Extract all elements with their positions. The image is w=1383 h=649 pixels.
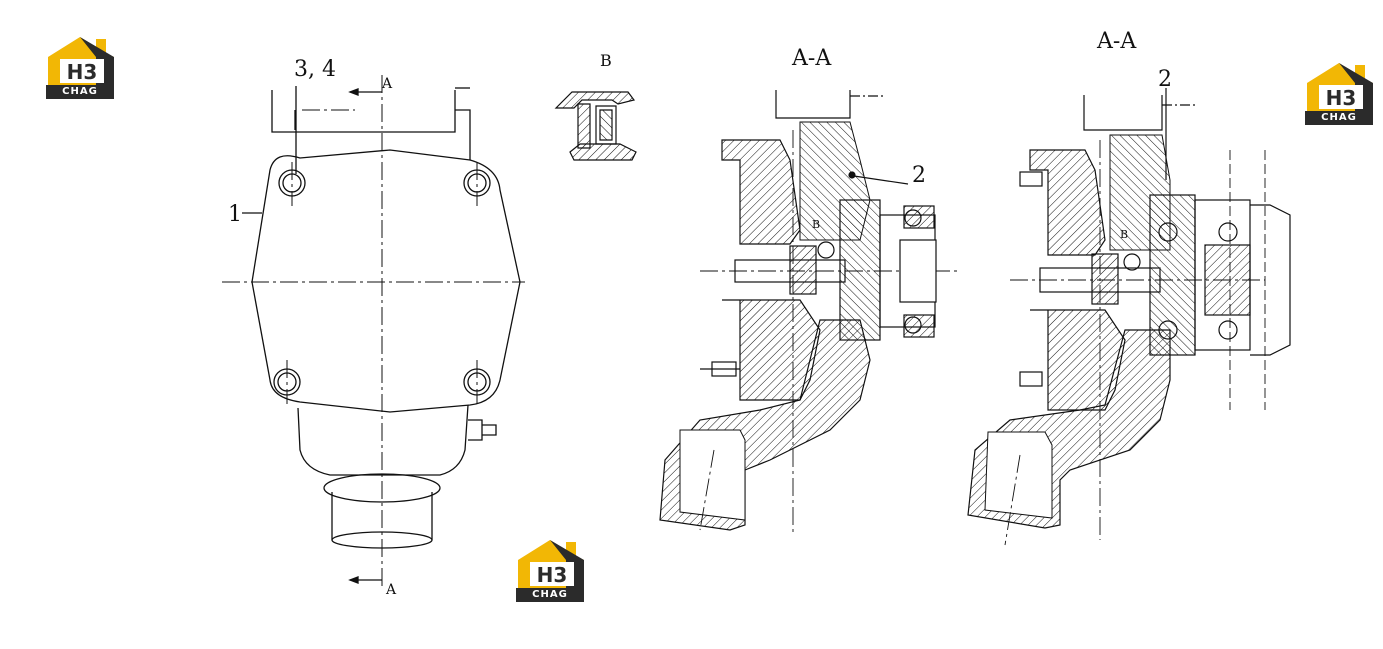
logo-letters: H3 [537, 563, 568, 587]
logo-caption: CHAG [1305, 111, 1373, 125]
front-view [222, 75, 525, 590]
logo-caption: CHAG [516, 588, 584, 602]
brand-logo-top-right: H3 CHAG [1305, 61, 1375, 127]
section-aa-left [659, 90, 960, 535]
section-aa-right [967, 88, 1291, 546]
callout-2-right: 2 [1158, 67, 1172, 92]
detail-b-mark-left: B [812, 218, 820, 231]
cover-plate [251, 149, 521, 413]
brand-logo-top-left: H3 CHAG [46, 35, 116, 101]
callout-3-4: 3, 4 [294, 57, 336, 82]
section-mark-a-bottom: A [385, 582, 397, 598]
house-logo-icon: H3 [48, 37, 114, 85]
logo-letters: H3 [1326, 86, 1357, 110]
section-mark-a-top: A [381, 76, 393, 92]
detail-b-label: B [600, 51, 612, 70]
house-logo-icon: H3 [518, 540, 584, 588]
callout-2-left: 2 [912, 163, 926, 188]
section-aa-title-left: A-A [791, 46, 832, 71]
callout-1: 1 [228, 202, 242, 227]
logo-caption: CHAG [46, 85, 114, 99]
brand-logo-bottom-center: H3 CHAG [516, 538, 586, 604]
logo-letters: H3 [67, 60, 98, 84]
section-aa-title-right: A-A [1096, 29, 1137, 54]
house-logo-icon: H3 [1307, 63, 1373, 111]
detail-b-view [554, 91, 637, 161]
detail-b-mark-right: B [1120, 228, 1128, 241]
